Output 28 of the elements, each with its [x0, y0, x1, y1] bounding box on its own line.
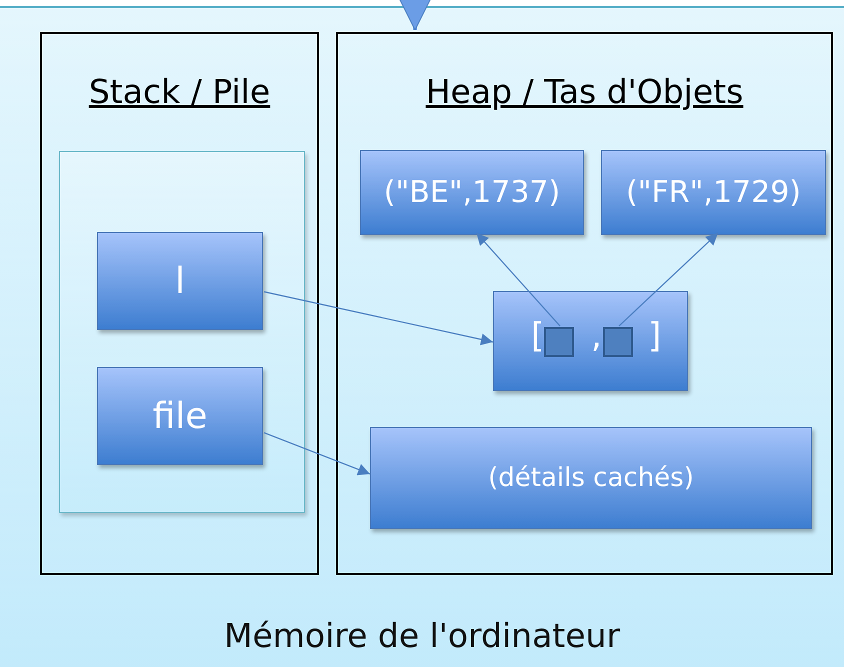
list-bracket: , [591, 316, 602, 356]
value-label: ("BE",1737) [384, 175, 560, 210]
object-box [97, 367, 263, 465]
stack-frame-panel [59, 151, 305, 513]
arrow [264, 291, 494, 346]
value-label: l [174, 260, 185, 302]
region-heading: Stack / Pile [88, 72, 272, 111]
value-label: (détails cachés) [488, 463, 694, 493]
arrow [476, 232, 560, 326]
block-arrow [398, 0, 432, 30]
heap-region [336, 32, 833, 575]
object-box [493, 291, 688, 391]
value-label: ("FR",1729) [626, 175, 801, 210]
reference-slot [603, 327, 633, 357]
stack-region [40, 32, 319, 575]
arrow [264, 432, 370, 476]
memory-panel [0, 6, 844, 667]
arrow [618, 232, 718, 326]
region-heading: Heap / Tas d'Objets [424, 72, 744, 111]
object-box [360, 150, 584, 235]
reference-slot [544, 327, 574, 357]
memory-caption: Mémoire de l'ordinateur [222, 616, 622, 655]
object-box [97, 232, 263, 330]
list-bracket: [ [531, 316, 544, 356]
list-bracket: ] [648, 316, 662, 356]
object-box [601, 150, 826, 235]
object-box [370, 427, 812, 529]
value-label: file [152, 396, 208, 436]
